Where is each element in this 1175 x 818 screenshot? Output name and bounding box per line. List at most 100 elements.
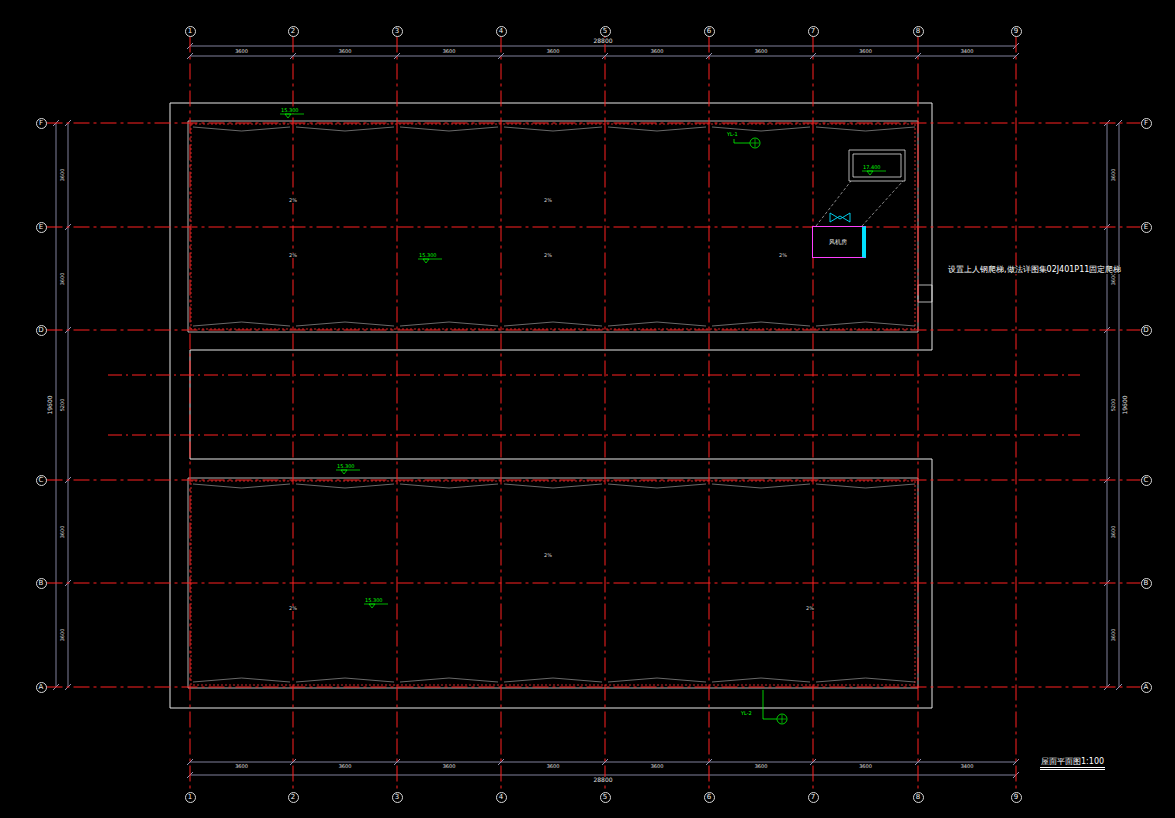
downpipe-symbol [777,714,787,724]
dimension: 3600 [650,49,665,54]
elevation-symbol [280,114,304,115]
elevation-symbol [423,259,429,263]
gutter-slope [504,484,602,488]
axis-line [47,480,1141,481]
gutter-slope [608,678,706,682]
axis-label: F [1144,120,1148,127]
axis-label: 6 [707,28,711,35]
axis-bubble: E [1141,222,1152,233]
axis-label: 1 [188,28,192,35]
axis-line [108,435,1080,436]
detail-box [849,150,905,181]
gutter-slope [608,127,706,131]
gutter-slope [712,322,810,326]
axis-label: 8 [916,794,920,801]
dimension: 3600 [754,49,769,54]
dimension: 28800 [592,777,613,783]
axis-bubble: 5 [600,26,611,37]
dimension: 3600 [338,49,353,54]
dimension-line [190,775,1016,776]
gutter-slope [193,322,290,326]
elevation: 15.300 [336,464,356,469]
axis-bubble: A [36,682,47,693]
room-label: 风机房 [829,239,847,245]
dimension: 3600 [60,524,65,539]
elevation-symbol [364,604,388,605]
dimension-line [190,46,1016,47]
axis-label: 7 [811,794,815,801]
gutter-slope [193,127,290,131]
axis-label: 5 [603,794,607,801]
dimension-line [190,56,1016,57]
axis-label: B [1144,580,1149,587]
axis-bubble: 6 [704,792,715,803]
gutter-slope [400,127,498,131]
axis-label: 8 [916,28,920,35]
dimension: 3600 [858,764,873,769]
leader-line [816,181,851,226]
dimension: 3600 [1111,628,1116,643]
axis-bubble: C [1141,475,1152,486]
slope: 2% [288,606,298,611]
axis-label: F [39,120,43,127]
dimension: 5200 [60,398,65,413]
gutter-slope [400,484,498,488]
axis-bubble: 6 [704,26,715,37]
axis-label: A [1144,684,1149,691]
axis-label: 7 [811,28,815,35]
elevation: 15.300 [364,598,384,603]
gutter-slope [400,322,498,326]
axis-label: C [1144,477,1149,484]
axis-line [813,37,814,792]
downpipe-tag: YL-1 [726,132,739,137]
elevation: 15.300 [418,253,438,258]
axis-line [47,227,1141,228]
gutter-slope [193,678,290,682]
gutter-slope [608,484,706,488]
axis-bubble: 8 [913,792,924,803]
gutter-slope [712,127,810,131]
axis-bubble: 3 [392,26,403,37]
axis-label: A [39,684,44,691]
axis-label: B [39,580,44,587]
dimension: 3600 [754,764,769,769]
gutter-slope [296,678,394,682]
axis-bubble: 3 [392,792,403,803]
axis-bubble: F [1141,118,1152,129]
axis-label: E [39,224,43,231]
elevation-symbol [336,470,360,471]
slope: 2% [805,606,815,611]
axis-line [190,37,191,792]
gutter-slope [816,322,915,326]
axis-bubble: 2 [288,26,299,37]
axis-label: 9 [1014,28,1018,35]
dimension-line [190,762,1016,763]
axis-bubble: B [1141,578,1152,589]
axis-bubble: D [36,325,47,336]
dimension: 3600 [60,168,65,183]
axis-bubble: 2 [288,792,299,803]
axis-bubble: 7 [808,792,819,803]
slope: 2% [288,253,298,258]
axis-bubble: A [1141,682,1152,693]
dimension: 19600 [47,394,53,415]
axis-label: 2 [291,28,295,35]
axis-line [605,37,606,792]
dimension: 3600 [442,49,457,54]
axis-label: D [1143,327,1148,334]
elevation-symbol [862,171,886,172]
slope: 2% [543,553,553,558]
axis-line [1016,37,1017,792]
axis-bubble: 4 [496,26,507,37]
elevation-symbol [369,604,375,608]
axis-bubble: 9 [1011,26,1022,37]
elevation-symbol [341,470,347,474]
gutter-slope [712,484,810,488]
axis-line [47,330,1141,331]
dimension: 3600 [442,764,457,769]
downpipe-leader [763,690,777,719]
axis-label: 3 [395,794,399,801]
axis-bubble: 4 [496,792,507,803]
downpipe-symbol [755,139,756,147]
